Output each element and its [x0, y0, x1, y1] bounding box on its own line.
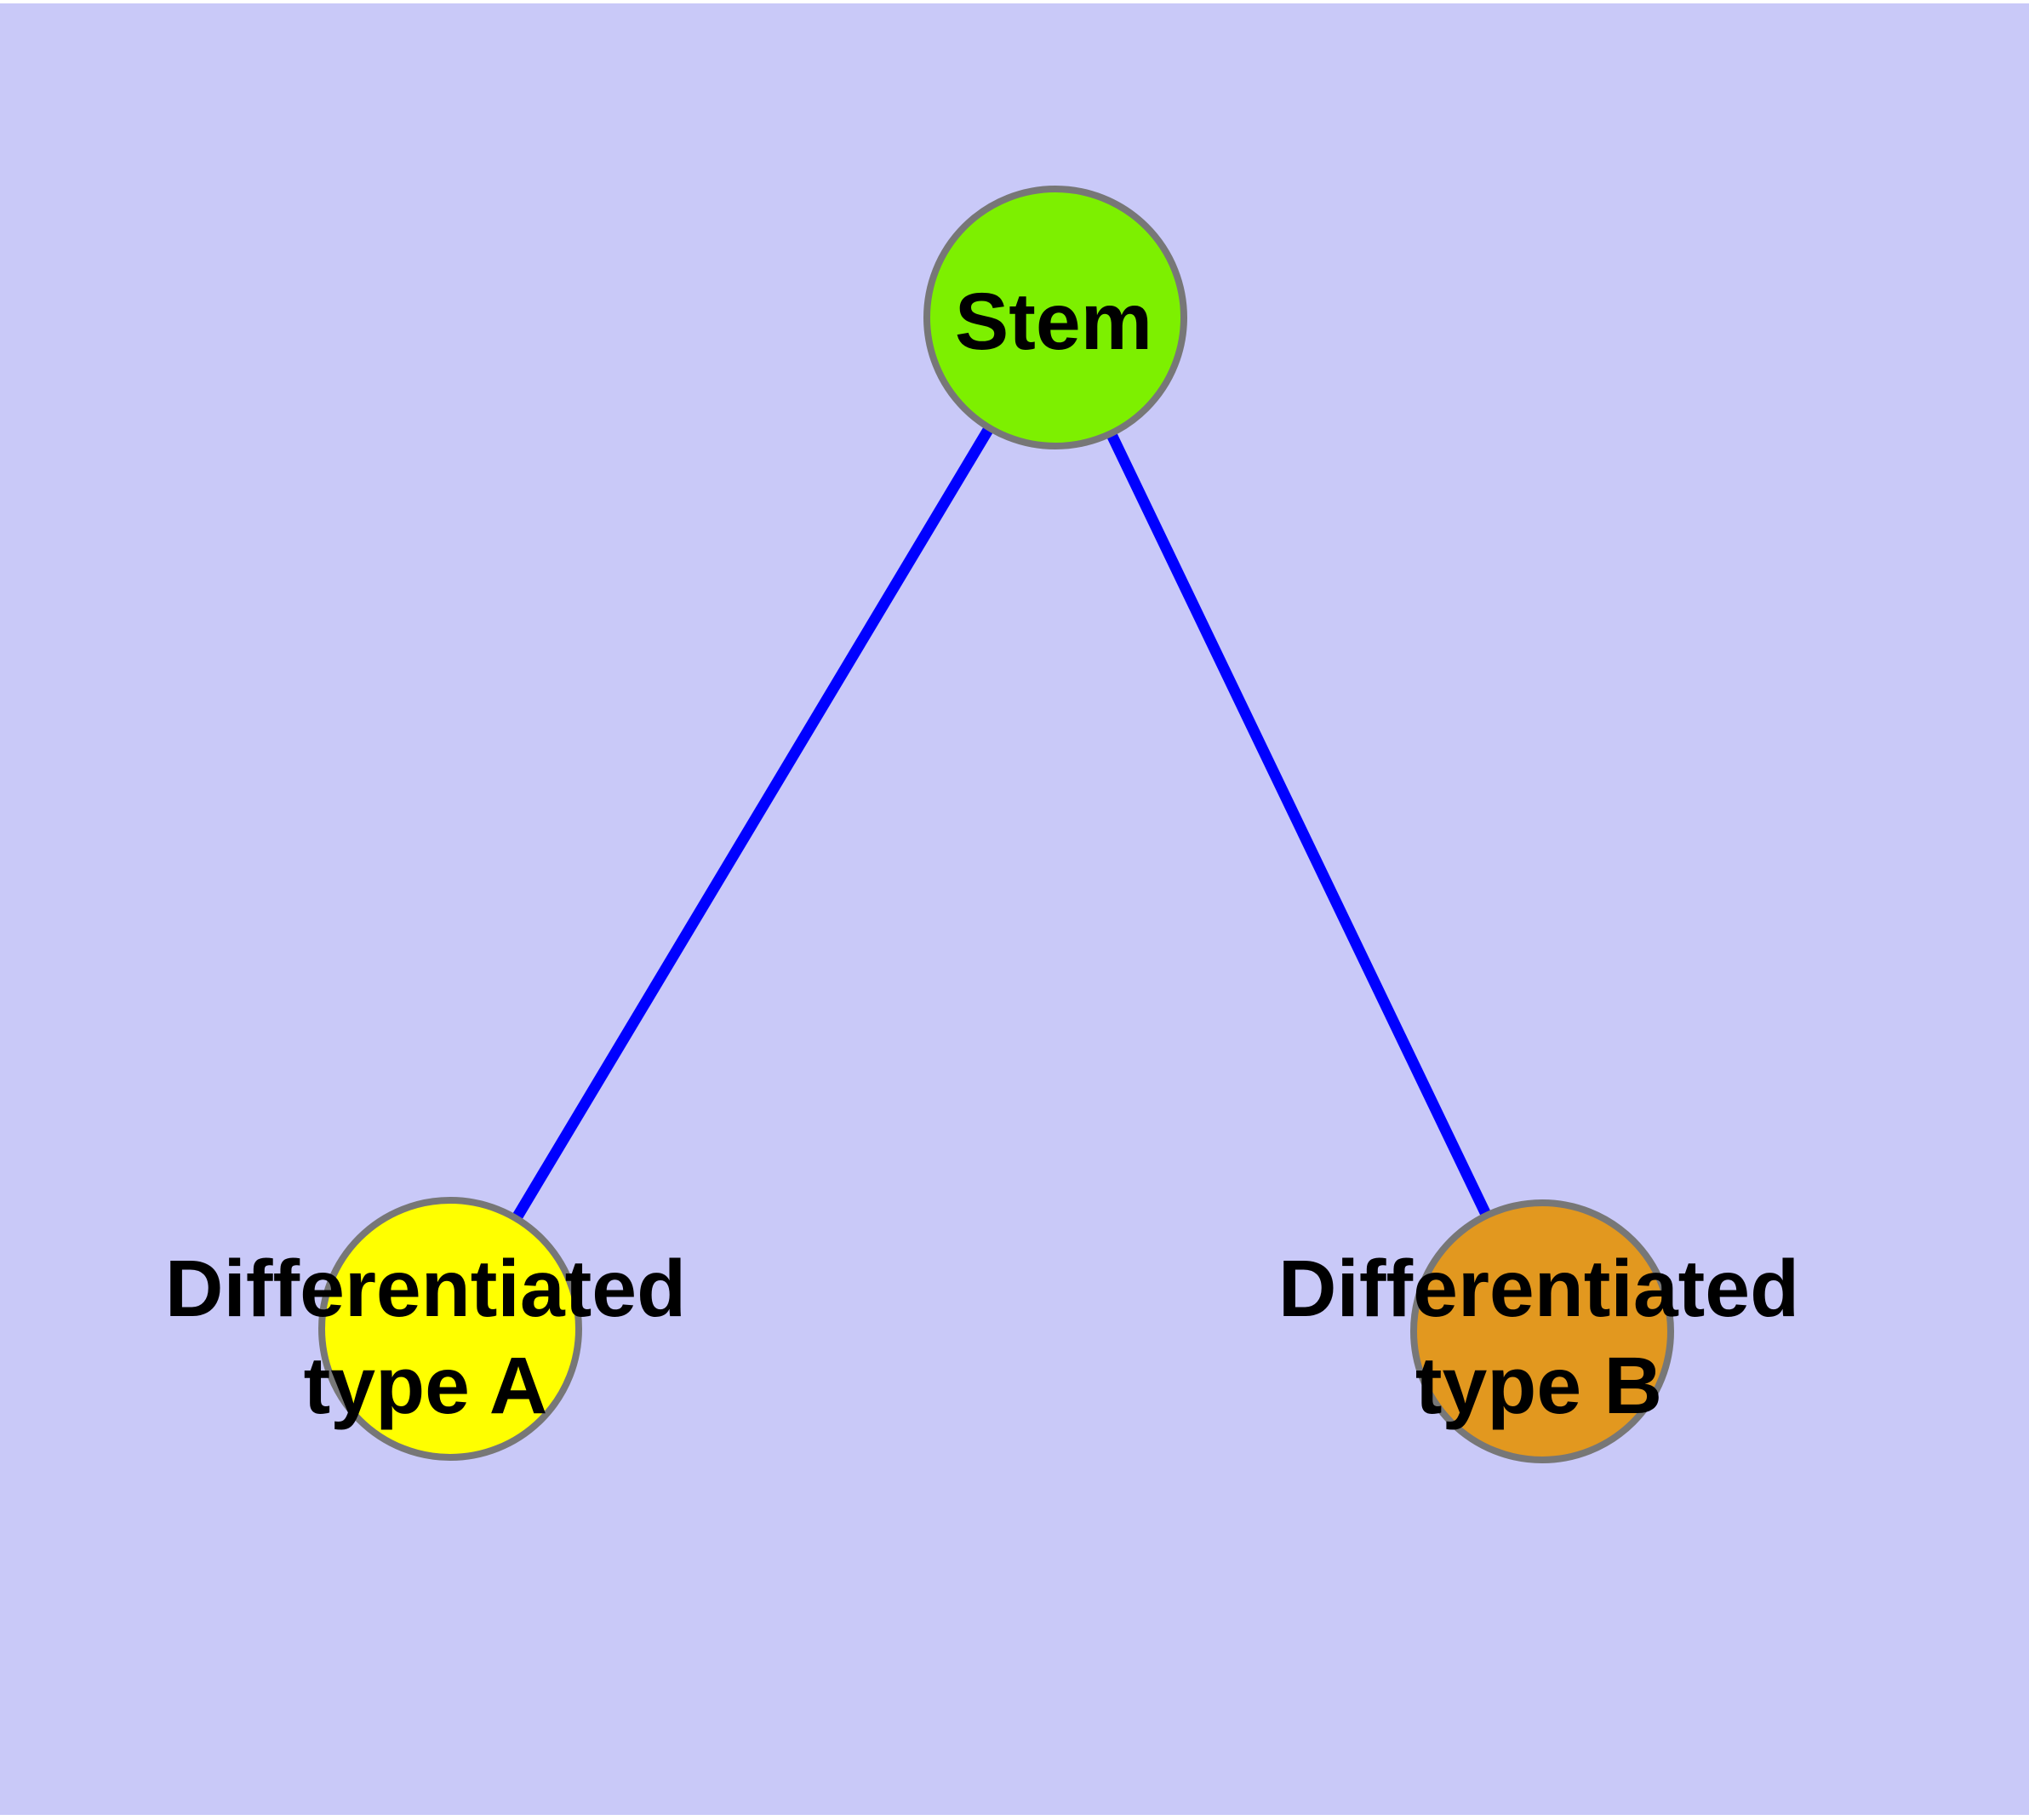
node-stem[interactable]: [923, 186, 1187, 449]
node-type-b-label-line1: Differentiated: [1278, 1244, 1799, 1334]
node-stem-label: Stem: [955, 277, 1152, 367]
node-type-a-label-line2: type A: [304, 1341, 548, 1431]
node-type-a-label-line1: Differentiated: [165, 1244, 686, 1334]
edge-stem-to-type-a: [445, 314, 1060, 1332]
node-differentiated-type-b[interactable]: [1410, 1199, 1674, 1463]
node-differentiated-type-a[interactable]: [318, 1197, 582, 1461]
node-type-b-label-line2: type B: [1415, 1341, 1662, 1431]
edge-stem-to-type-b: [1050, 315, 1547, 1334]
